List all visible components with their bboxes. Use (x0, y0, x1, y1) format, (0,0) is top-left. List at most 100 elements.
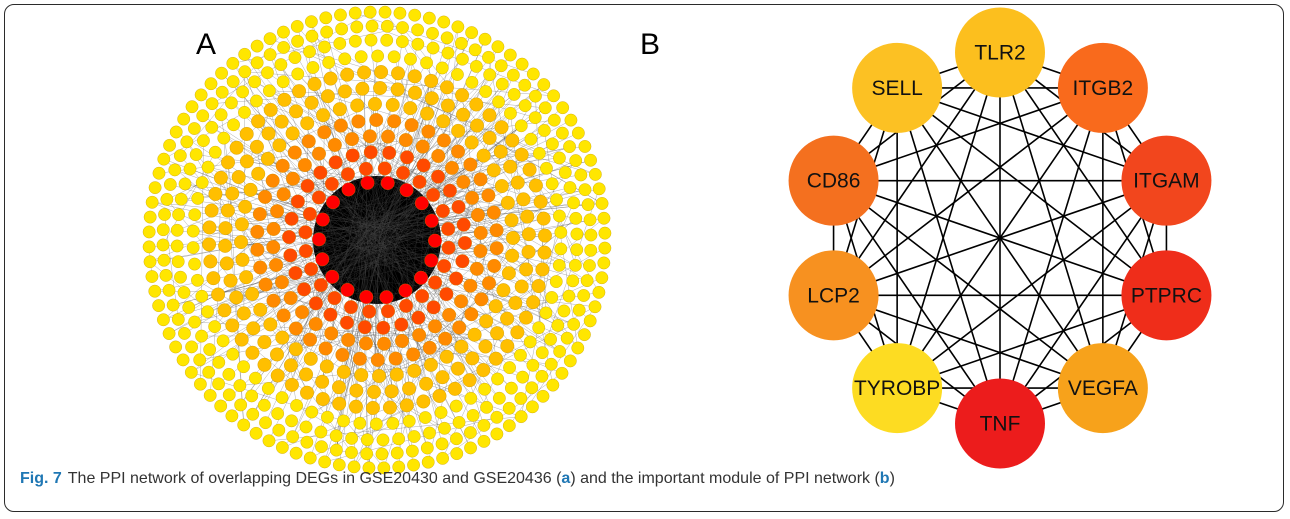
network-node[interactable] (557, 304, 571, 318)
network-node[interactable] (204, 77, 218, 91)
network-node[interactable] (411, 37, 425, 51)
network-node[interactable] (474, 292, 489, 307)
network-node[interactable] (538, 101, 552, 115)
network-node[interactable] (233, 379, 247, 392)
network-node[interactable] (178, 177, 192, 191)
network-node[interactable] (554, 226, 568, 239)
network-node[interactable] (201, 160, 215, 174)
network-node[interactable] (468, 43, 482, 57)
network-node[interactable] (237, 360, 250, 374)
network-node[interactable] (523, 335, 537, 349)
network-node[interactable] (578, 328, 591, 341)
network-node[interactable] (491, 40, 505, 54)
network-node[interactable] (570, 227, 584, 241)
network-node[interactable] (510, 175, 525, 190)
network-node[interactable] (182, 301, 196, 314)
network-node[interactable] (456, 52, 469, 66)
network-node[interactable] (211, 287, 226, 302)
network-node[interactable] (501, 266, 516, 281)
network-node[interactable] (377, 336, 392, 351)
network-node[interactable] (226, 57, 240, 70)
network-node[interactable] (219, 256, 234, 271)
network-node[interactable] (261, 382, 275, 395)
network-node[interactable] (387, 114, 402, 129)
network-node[interactable] (588, 300, 602, 314)
network-node[interactable] (528, 178, 543, 193)
network-node[interactable] (311, 190, 326, 205)
network-node[interactable] (300, 435, 314, 449)
network-node[interactable] (160, 193, 174, 206)
network-node[interactable] (206, 271, 221, 286)
network-node[interactable] (354, 50, 368, 64)
network-node[interactable] (350, 20, 364, 34)
network-node[interactable] (272, 423, 286, 437)
network-node[interactable] (526, 295, 541, 310)
network-node[interactable] (319, 359, 334, 374)
network-node[interactable] (406, 347, 421, 362)
network-node[interactable] (447, 381, 462, 396)
network-node[interactable] (595, 271, 609, 285)
network-node[interactable] (519, 310, 533, 325)
network-node[interactable] (377, 161, 392, 176)
network-node[interactable] (347, 460, 361, 474)
network-node[interactable] (442, 307, 457, 322)
network-node[interactable] (415, 139, 430, 154)
network-node[interactable] (424, 91, 439, 106)
network-node[interactable] (435, 203, 450, 218)
network-node[interactable] (284, 211, 299, 226)
network-node[interactable] (494, 120, 509, 135)
network-node[interactable] (245, 389, 259, 403)
network-node[interactable] (299, 367, 314, 382)
network-node[interactable] (506, 68, 520, 82)
network-node[interactable] (195, 289, 209, 303)
network-node[interactable] (250, 56, 264, 70)
network-node[interactable] (234, 332, 249, 347)
network-node[interactable] (253, 302, 268, 317)
network-node[interactable] (404, 52, 417, 66)
network-node[interactable] (299, 420, 313, 434)
network-node[interactable] (158, 208, 171, 221)
network-node[interactable] (436, 452, 449, 465)
network-node[interactable] (214, 108, 228, 122)
network-node[interactable] (327, 291, 342, 306)
network-node[interactable] (203, 343, 217, 356)
network-node[interactable] (285, 126, 300, 141)
network-node[interactable] (194, 377, 207, 391)
network-node[interactable] (292, 84, 307, 99)
network-node[interactable] (553, 345, 567, 358)
network-node[interactable] (478, 339, 493, 354)
network-node[interactable] (505, 133, 520, 148)
network-node[interactable] (556, 101, 570, 115)
network-node[interactable] (470, 118, 484, 133)
network-node[interactable] (308, 296, 323, 311)
network-node[interactable] (142, 225, 156, 239)
caption-ref-a[interactable]: a (561, 470, 571, 487)
network-node[interactable] (226, 347, 240, 361)
network-node[interactable] (357, 65, 372, 80)
network-node[interactable] (516, 370, 529, 384)
network-node[interactable] (449, 399, 463, 413)
network-node[interactable] (437, 259, 452, 273)
network-node[interactable] (496, 283, 511, 298)
network-node[interactable] (303, 45, 316, 59)
network-node[interactable] (303, 351, 318, 366)
network-node[interactable] (302, 207, 317, 221)
network-node[interactable] (212, 355, 226, 369)
network-node[interactable] (157, 313, 170, 327)
network-node[interactable] (351, 114, 366, 129)
network-node[interactable] (544, 357, 558, 371)
network-node[interactable] (239, 154, 254, 169)
network-node[interactable] (507, 88, 521, 101)
network-node[interactable] (289, 321, 303, 336)
network-node[interactable] (464, 426, 477, 439)
network-node[interactable] (384, 384, 399, 399)
network-node[interactable] (176, 353, 190, 367)
network-node[interactable] (291, 67, 305, 81)
network-node[interactable] (172, 208, 185, 221)
network-node[interactable] (276, 308, 291, 323)
network-node[interactable] (229, 140, 244, 155)
network-node[interactable] (253, 260, 268, 275)
network-node[interactable] (276, 75, 290, 89)
network-node[interactable] (396, 21, 409, 34)
network-node[interactable] (305, 29, 319, 43)
